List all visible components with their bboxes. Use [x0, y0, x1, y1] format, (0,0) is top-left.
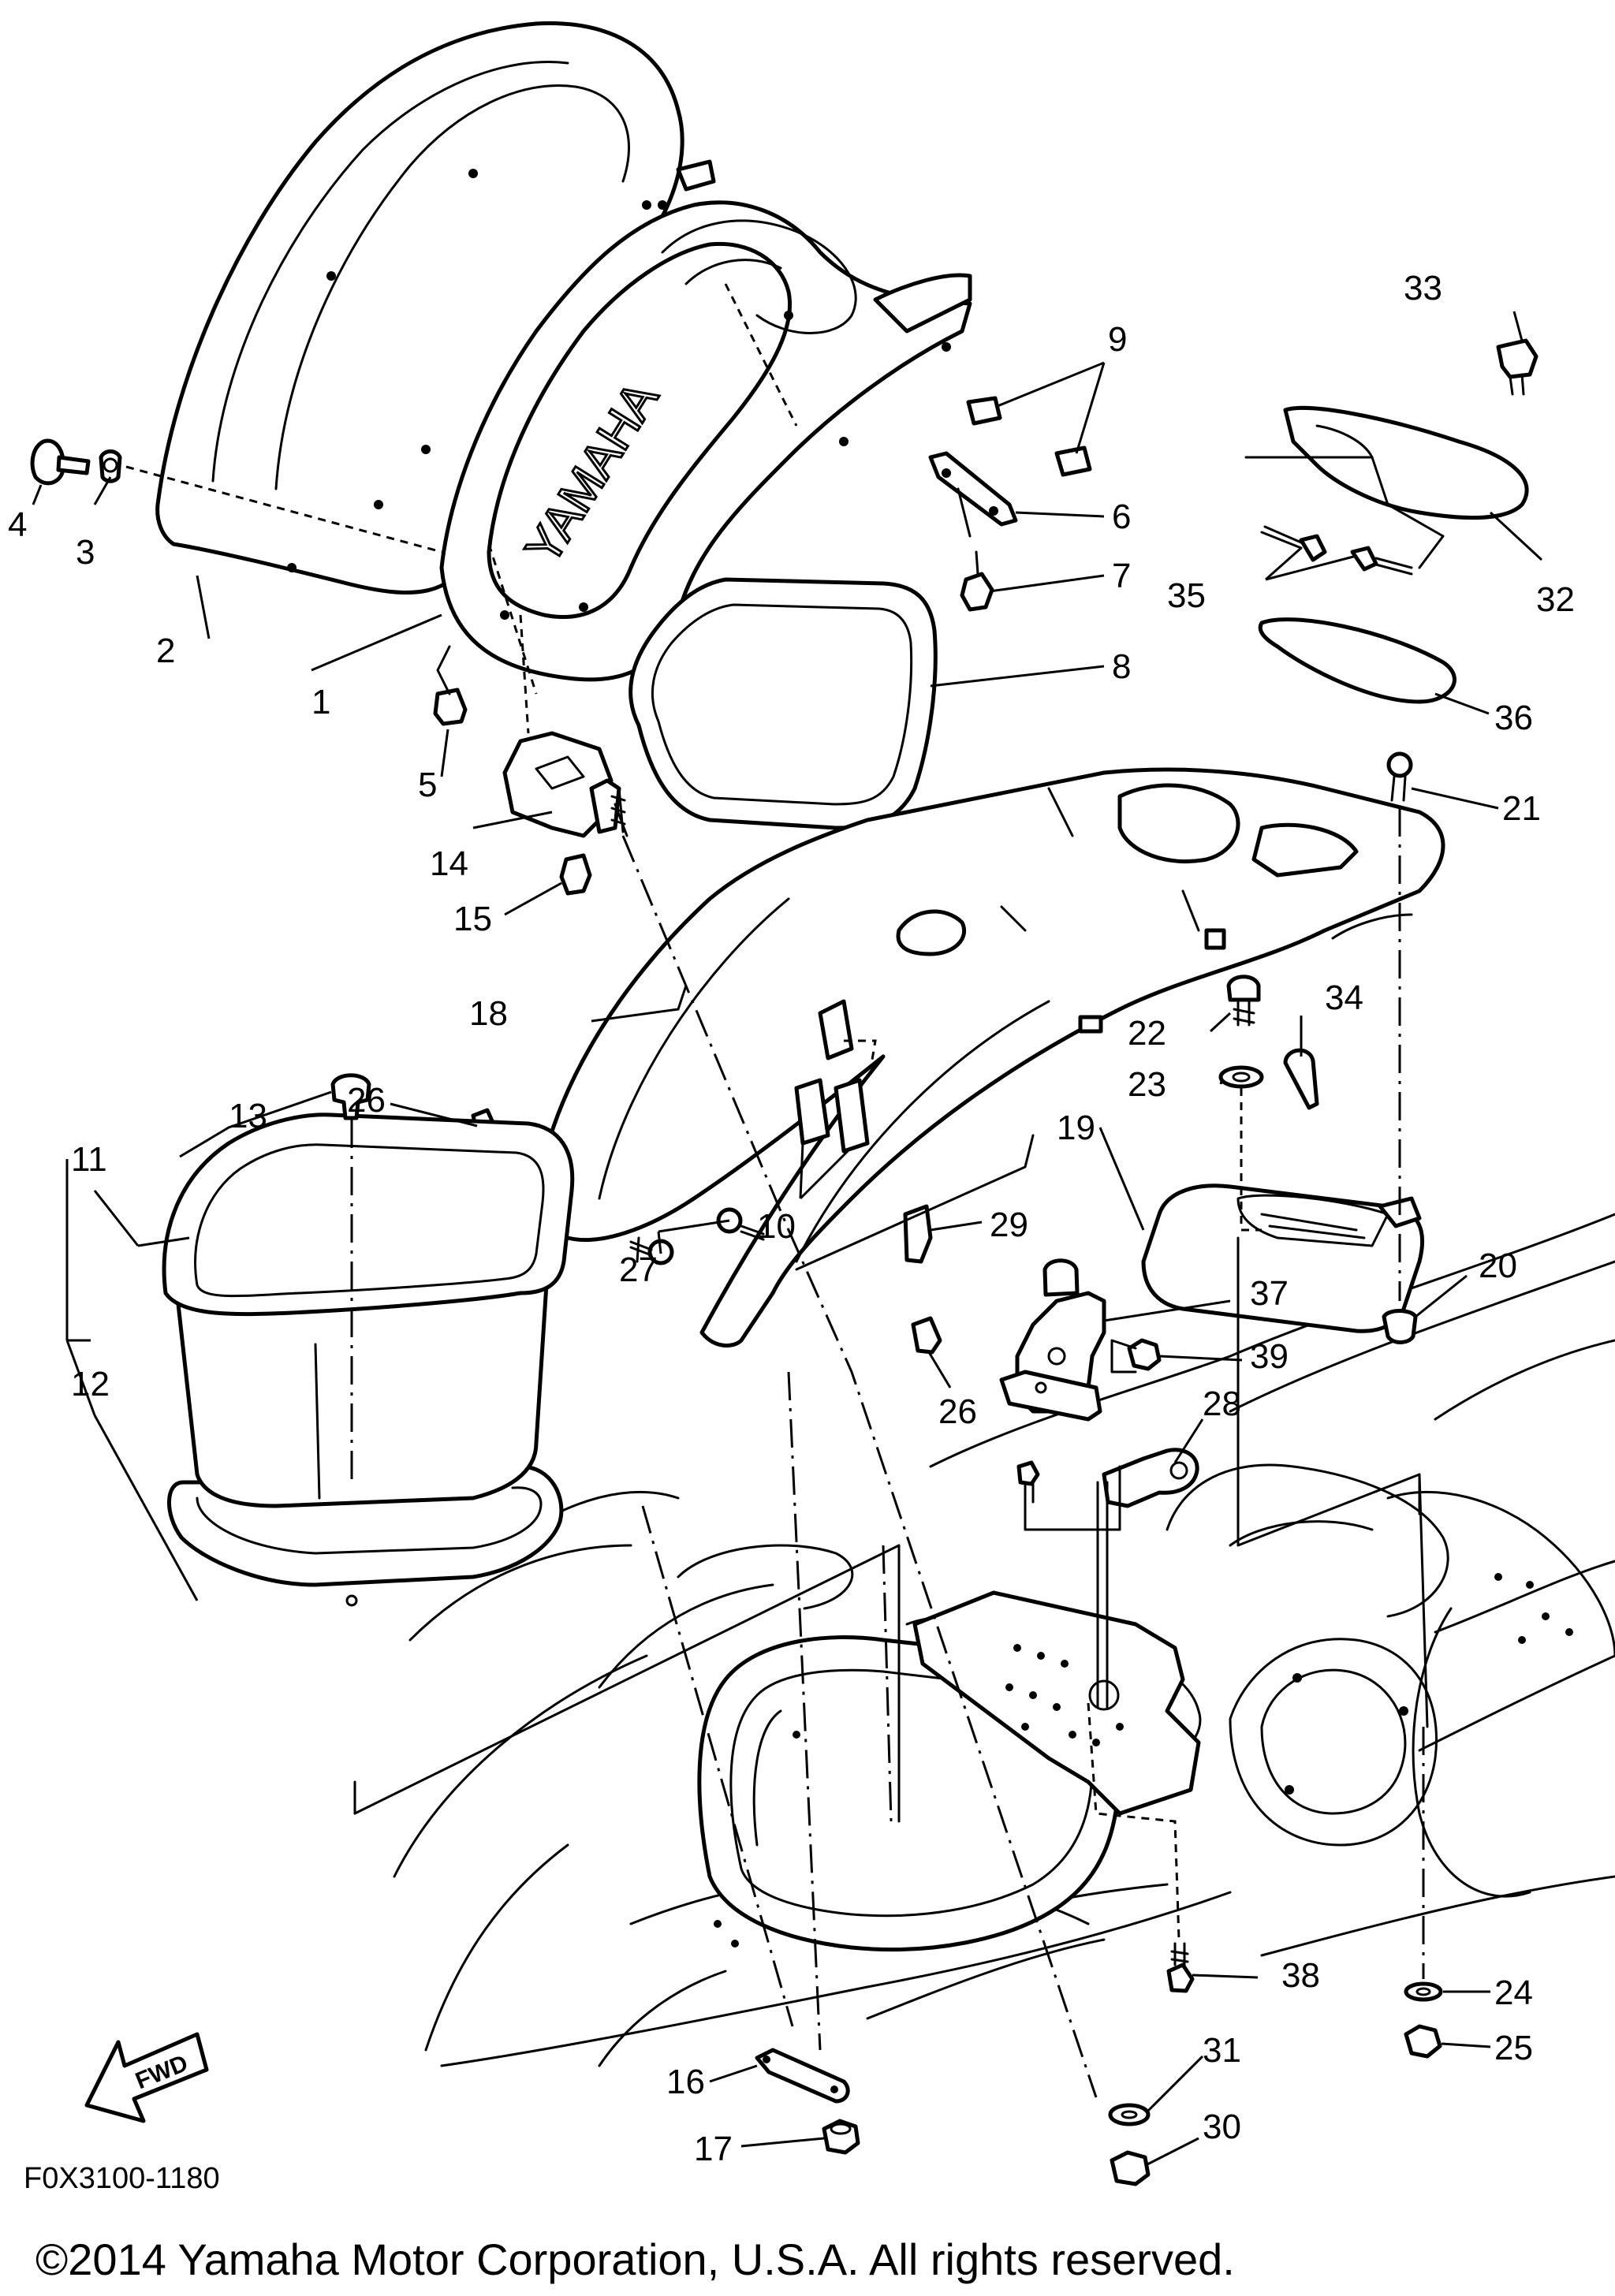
callout-numbers: 1 2 3 4 5 6 7 8 9 10 11 12 13 14 15 16 1…	[8, 269, 1575, 2168]
part-28-rod	[1096, 1481, 1109, 1709]
part-39-nut	[1127, 1338, 1162, 1371]
part-17-nut	[822, 2119, 860, 2155]
callout-37: 37	[1250, 1274, 1289, 1313]
part-16-strap	[755, 2048, 850, 2104]
callout-19: 19	[1057, 1109, 1095, 1147]
part-28-bracket	[1102, 1448, 1199, 1508]
callout-33: 33	[1404, 269, 1442, 308]
callout-38: 38	[1281, 1956, 1320, 1995]
callout-4: 4	[8, 505, 27, 544]
part-15-bolt	[559, 853, 592, 896]
part-22-bolt	[1226, 975, 1261, 1027]
copyright-notice: ©2014 Yamaha Motor Corporation, U.S.A. A…	[35, 2234, 1235, 2284]
callout-34: 34	[1325, 978, 1363, 1017]
part-1-front-cover: YAMAHA	[439, 200, 972, 695]
callout-15: 15	[453, 900, 492, 938]
part-33-clip	[1496, 338, 1539, 396]
callout-6: 6	[1112, 498, 1131, 536]
callout-12: 12	[71, 1365, 110, 1403]
callout-26-upper: 26	[347, 1081, 386, 1120]
part-5-clip	[433, 688, 468, 726]
callout-30: 30	[1203, 2108, 1241, 2146]
part-6-bracket	[928, 451, 1018, 538]
leader-39-box	[1110, 1339, 1137, 1374]
callout-9: 9	[1108, 320, 1127, 359]
fwd-direction-arrow: FWD	[84, 2032, 209, 2123]
part-26-clip-lower	[911, 1316, 942, 1355]
callout-25: 25	[1494, 2029, 1533, 2067]
callout-27: 27	[619, 1250, 658, 1289]
part-29-clip	[903, 1204, 933, 1264]
part-25-nut	[1404, 2024, 1442, 2059]
callout-21: 21	[1502, 789, 1541, 828]
part-9-pads	[966, 396, 1092, 477]
part-21-screw	[1386, 751, 1413, 802]
callout-24: 24	[1494, 1974, 1533, 2012]
part-11-storage-bucket	[162, 1113, 575, 1508]
part-18-cover-housing	[534, 767, 1445, 1348]
part-14-hinge	[502, 731, 628, 838]
callout-10: 10	[757, 1207, 796, 1246]
part-23-washer	[1218, 1065, 1264, 1089]
callout-leaders	[32, 311, 1543, 2166]
callout-7: 7	[1112, 557, 1131, 595]
part-1-side-flange	[676, 159, 972, 334]
part-10-pads	[794, 999, 877, 1154]
callout-18: 18	[469, 994, 508, 1033]
callout-16: 16	[666, 2063, 705, 2101]
part-8-seal	[628, 577, 938, 830]
callout-23: 23	[1128, 1065, 1166, 1104]
callout-39: 39	[1250, 1337, 1289, 1376]
part-20-grommet	[1382, 1309, 1418, 1344]
callout-14: 14	[430, 844, 468, 883]
part-13-plug	[330, 1073, 371, 1120]
callout-36: 36	[1494, 699, 1533, 737]
part-31-washer	[1108, 2103, 1151, 2126]
callout-26-lower: 26	[938, 1392, 977, 1431]
part-3-grommet	[99, 449, 122, 483]
assembly-lines	[353, 835, 1429, 2098]
part-37-latch	[999, 1258, 1106, 1422]
part-7-bolt	[960, 550, 994, 612]
callout-35: 35	[1167, 576, 1206, 615]
part-32-lid	[1283, 405, 1529, 520]
callout-1: 1	[311, 683, 330, 721]
part-2-visor	[155, 21, 684, 594]
callout-3: 3	[76, 533, 95, 572]
leader-28-box	[1024, 1465, 1121, 1531]
leader-35-box	[1244, 456, 1445, 569]
callout-2: 2	[156, 632, 175, 670]
part-19-tray	[1141, 1183, 1425, 1333]
callout-32: 32	[1536, 580, 1575, 619]
callout-29: 29	[990, 1206, 1028, 1244]
callout-8: 8	[1112, 647, 1131, 686]
callout-22: 22	[1128, 1014, 1166, 1053]
callout-28: 28	[1203, 1385, 1241, 1423]
part-35-hinge-pins	[1260, 525, 1413, 576]
callout-31: 31	[1203, 2031, 1241, 2070]
figure-code: F0X3100-1180	[24, 2162, 220, 2195]
part-24-washer	[1404, 1981, 1443, 2002]
part-30-nut	[1110, 2150, 1151, 2186]
part-38-bolt-upper	[1016, 1460, 1040, 1504]
callout-13: 13	[229, 1097, 267, 1135]
callout-17: 17	[694, 2130, 733, 2168]
leader-38-down	[1087, 1702, 1180, 1940]
callout-5: 5	[418, 766, 437, 804]
part-38-bolt	[1166, 1942, 1195, 1993]
part-36-pad	[1258, 617, 1456, 704]
leader-22-down	[1240, 1088, 1262, 1232]
part-34-knob	[1283, 1048, 1319, 1110]
callout-11: 11	[71, 1140, 107, 1179]
bucket-drain-hole	[345, 1594, 358, 1607]
leader-3-to-cover	[125, 465, 442, 554]
deck-mounting-pad	[912, 1573, 1573, 1816]
callout-20: 20	[1479, 1247, 1517, 1285]
leader-14-up	[519, 614, 530, 734]
part-4-screw	[30, 438, 91, 486]
leader-5	[436, 645, 451, 695]
